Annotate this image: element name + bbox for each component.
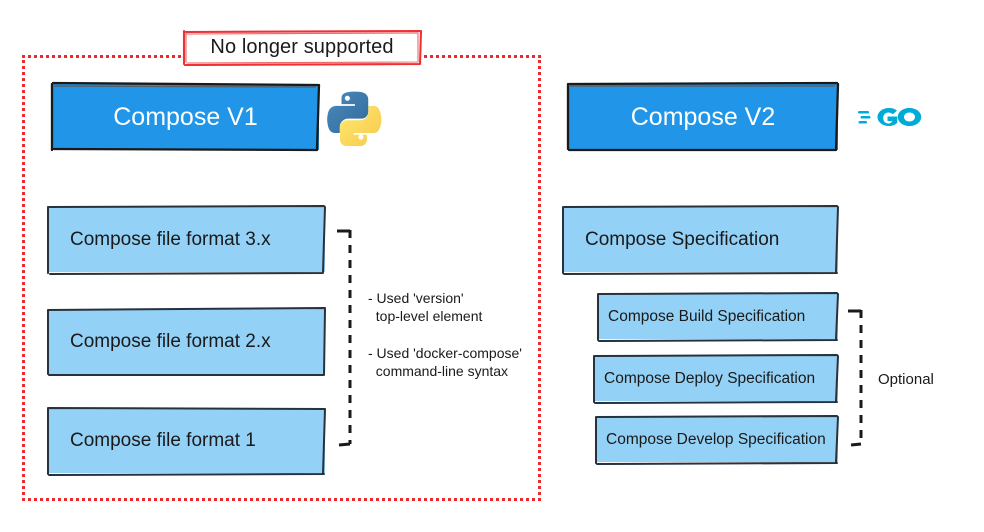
v1-annotation-line-3: - Used 'docker-compose' (368, 345, 522, 361)
optional-label: Optional (878, 371, 934, 388)
go-logo (858, 100, 924, 134)
v1-annotation-line-2: top-level element (368, 308, 483, 324)
compose-file-format-1-label: Compose file format 1 (70, 429, 256, 451)
compose-v1-header-box[interactable]: Compose V1 (50, 81, 321, 152)
v1-annotation-line-1: - Used 'version' (368, 290, 464, 306)
optional-brace (848, 309, 863, 447)
compose-v1-label: Compose V1 (113, 102, 258, 131)
compose-build-specification-box[interactable]: Compose Build Specification (597, 292, 839, 342)
v1-annotation-line-4: command-line syntax (368, 363, 509, 379)
compose-develop-specification-box[interactable]: Compose Develop Specification (595, 415, 839, 465)
compose-build-specification-label: Compose Build Specification (608, 307, 806, 325)
compose-file-format-1-box[interactable]: Compose file format 1 (47, 407, 326, 476)
compose-deploy-specification-box[interactable]: Compose Deploy Specification (593, 354, 839, 404)
compose-deploy-specification-label: Compose Deploy Specification (604, 369, 816, 387)
compose-file-format-3x-box[interactable]: Compose file format 3.x (47, 205, 326, 275)
compose-file-format-2x-label: Compose file format 2.x (70, 330, 271, 352)
python-logo-icon (327, 91, 382, 148)
python-logo (326, 88, 384, 148)
compose-v2-label: Compose V2 (630, 102, 776, 131)
compose-file-format-3x-label: Compose file format 3.x (70, 228, 271, 250)
v1-annotation-brace (337, 229, 352, 447)
compose-v2-header-box[interactable]: Compose V2 (566, 81, 840, 152)
compose-file-format-2x-box[interactable]: Compose file format 2.x (47, 307, 326, 376)
compose-specification-box[interactable]: Compose Specification (562, 205, 839, 275)
callout-label: No longer supported (210, 36, 394, 58)
compose-specification-label: Compose Specification (585, 228, 780, 250)
compose-develop-specification-label: Compose Develop Specification (606, 430, 826, 448)
no-longer-supported-callout: No longer supported (182, 29, 422, 66)
go-logo-icon (858, 108, 922, 126)
